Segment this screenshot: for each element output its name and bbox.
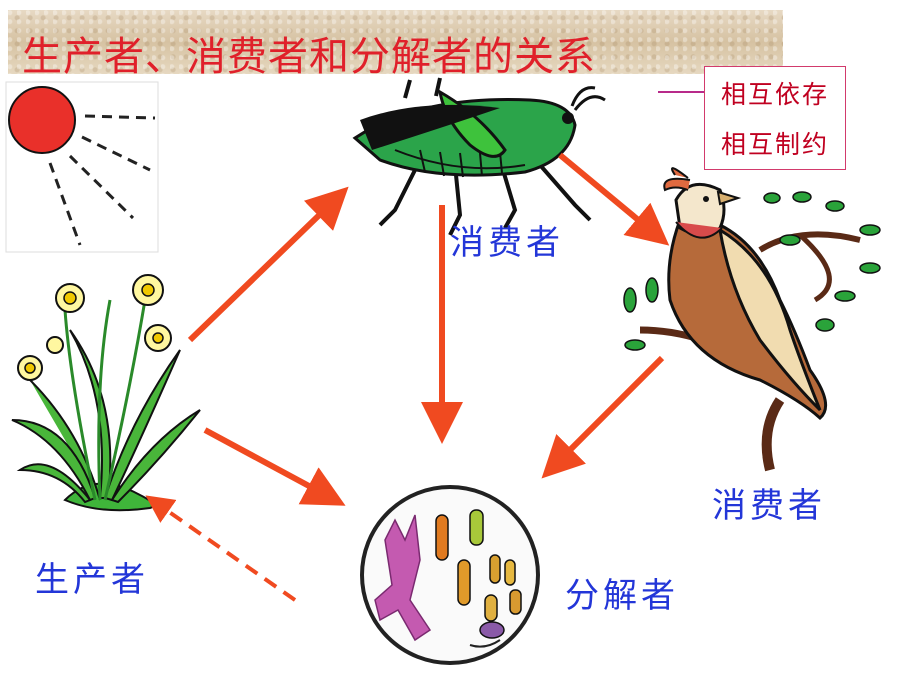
relationship-box: 相互依存 相互制约: [704, 66, 846, 170]
grasshopper-icon: [352, 77, 606, 236]
arrows-layer: [145, 91, 704, 602]
microbes-icon: [360, 485, 540, 665]
arrow-grasshopper-to-bird: [558, 152, 670, 246]
sun-icon: [5, 81, 159, 253]
page-title: 生产者、消费者和分解者的关系: [22, 34, 596, 80]
arrow-decomposer-to-producer-dashed: [145, 495, 297, 602]
relationship-line-2: 相互制约: [720, 130, 829, 159]
label-consumer-grasshopper: 消费者: [450, 223, 564, 263]
arrow-producer-to-grasshopper: [187, 186, 349, 343]
bird-icon: [623, 167, 881, 472]
label-decomposer: 分解者: [565, 576, 679, 616]
label-producer: 生产者: [35, 560, 149, 600]
relationship-line-1: 相互依存: [720, 80, 829, 109]
daffodil-plant-icon: [11, 274, 201, 512]
arrow-bird-to-decomposer: [541, 355, 665, 479]
title-banner: 生产者、消费者和分解者的关系: [8, 10, 783, 80]
label-consumer-bird: 消费者: [712, 486, 826, 526]
arrow-producer-to-decomposer: [203, 427, 346, 506]
